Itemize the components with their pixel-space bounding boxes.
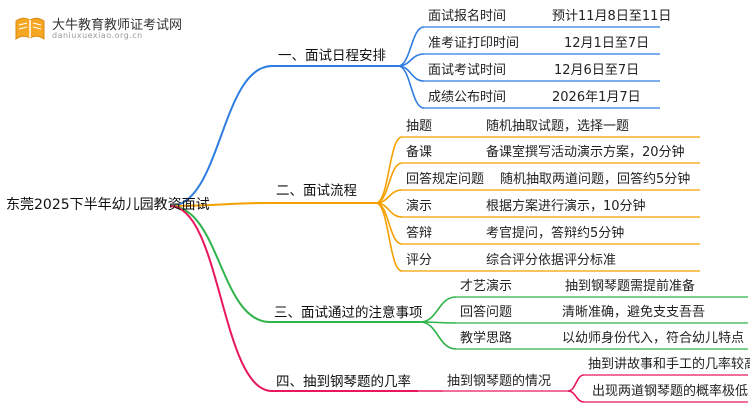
branch-process: 二、面试流程 bbox=[276, 183, 357, 199]
b3-edge-1 bbox=[419, 296, 457, 323]
node-talent-value: 抽到钢琴题需提前准备 bbox=[565, 279, 696, 294]
node-draw-value: 随机抽取试题，选择一题 bbox=[486, 119, 630, 134]
node-teaching-value: 以幼师身份代入，符合幼儿特点 bbox=[562, 331, 745, 346]
node-talent-label: 才艺演示 bbox=[460, 279, 513, 294]
node-results-value: 2026年1月7日 bbox=[552, 90, 641, 105]
brand-url: daniuxuexiao.org.cn bbox=[52, 31, 143, 40]
node-defense-value: 考官提问，答辩约5分钟 bbox=[486, 226, 625, 241]
node-teaching-label: 教学思路 bbox=[460, 331, 513, 346]
b2-edge-2 bbox=[375, 162, 403, 204]
node-registration-label: 面试报名时间 bbox=[428, 9, 507, 24]
node-score-label: 评分 bbox=[406, 253, 433, 268]
node-results-label: 成绩公布时间 bbox=[428, 90, 507, 105]
b2-edge-6 bbox=[375, 202, 403, 272]
mindmap-edges bbox=[169, 26, 748, 403]
node-exam-label: 面试考试时间 bbox=[428, 63, 507, 78]
root-edge-2 bbox=[169, 202, 273, 207]
node-draw-label: 抽题 bbox=[406, 119, 433, 134]
node-piano-value-1: 抽到讲故事和手工的几率较高 bbox=[588, 357, 750, 372]
root-edge-1 bbox=[169, 65, 273, 207]
node-questions-value: 随机抽取两道问题，回答约5分钟 bbox=[500, 172, 691, 187]
branch-schedule: 一、面试日程安排 bbox=[278, 48, 386, 64]
branch-piano: 四、抽到钢琴题的几率 bbox=[276, 374, 411, 390]
b4-leaf-edge-1 bbox=[567, 374, 585, 392]
book-logo-icon bbox=[15, 17, 45, 40]
node-admission-label: 准考证打印时间 bbox=[428, 36, 520, 51]
node-piano-value-2: 出现两道钢琴题的概率极低 bbox=[592, 384, 749, 399]
branch-tips: 三、面试通过的注意事项 bbox=[274, 305, 423, 321]
b1-edge-4 bbox=[397, 65, 425, 109]
node-registration-value: 预计11月8日至11日 bbox=[552, 9, 672, 24]
node-demo-value: 根据方案进行演示，10分钟 bbox=[486, 199, 646, 214]
node-prepare-value: 备课室撰写活动演示方案，20分钟 bbox=[486, 145, 685, 160]
root-edge-4 bbox=[169, 205, 273, 392]
b2-edge-1 bbox=[375, 136, 403, 204]
b1-edge-1 bbox=[397, 26, 425, 67]
node-answer-label: 回答问题 bbox=[460, 305, 513, 320]
root-edge-3 bbox=[169, 205, 271, 323]
b4-leaf-edge-2 bbox=[567, 390, 585, 403]
node-piano-label: 抽到钢琴题的情况 bbox=[447, 374, 552, 389]
b3-edge-3 bbox=[419, 321, 457, 350]
node-questions-label: 回答规定问题 bbox=[406, 172, 485, 187]
brand-name: 大牛教育教师证考试网 bbox=[52, 18, 183, 33]
node-score-value: 综合评分依据评分标准 bbox=[486, 253, 617, 268]
node-answer-value: 清晰准确，避免支支吾吾 bbox=[562, 305, 706, 320]
node-defense-label: 答辩 bbox=[406, 226, 433, 241]
root-node: 东莞2025下半年幼儿园教资面试 bbox=[6, 197, 210, 213]
node-admission-value: 12月1日至7日 bbox=[564, 36, 650, 51]
node-prepare-label: 备课 bbox=[406, 145, 433, 160]
node-demo-label: 演示 bbox=[406, 199, 433, 214]
node-exam-value: 12月6日至7日 bbox=[554, 63, 640, 78]
